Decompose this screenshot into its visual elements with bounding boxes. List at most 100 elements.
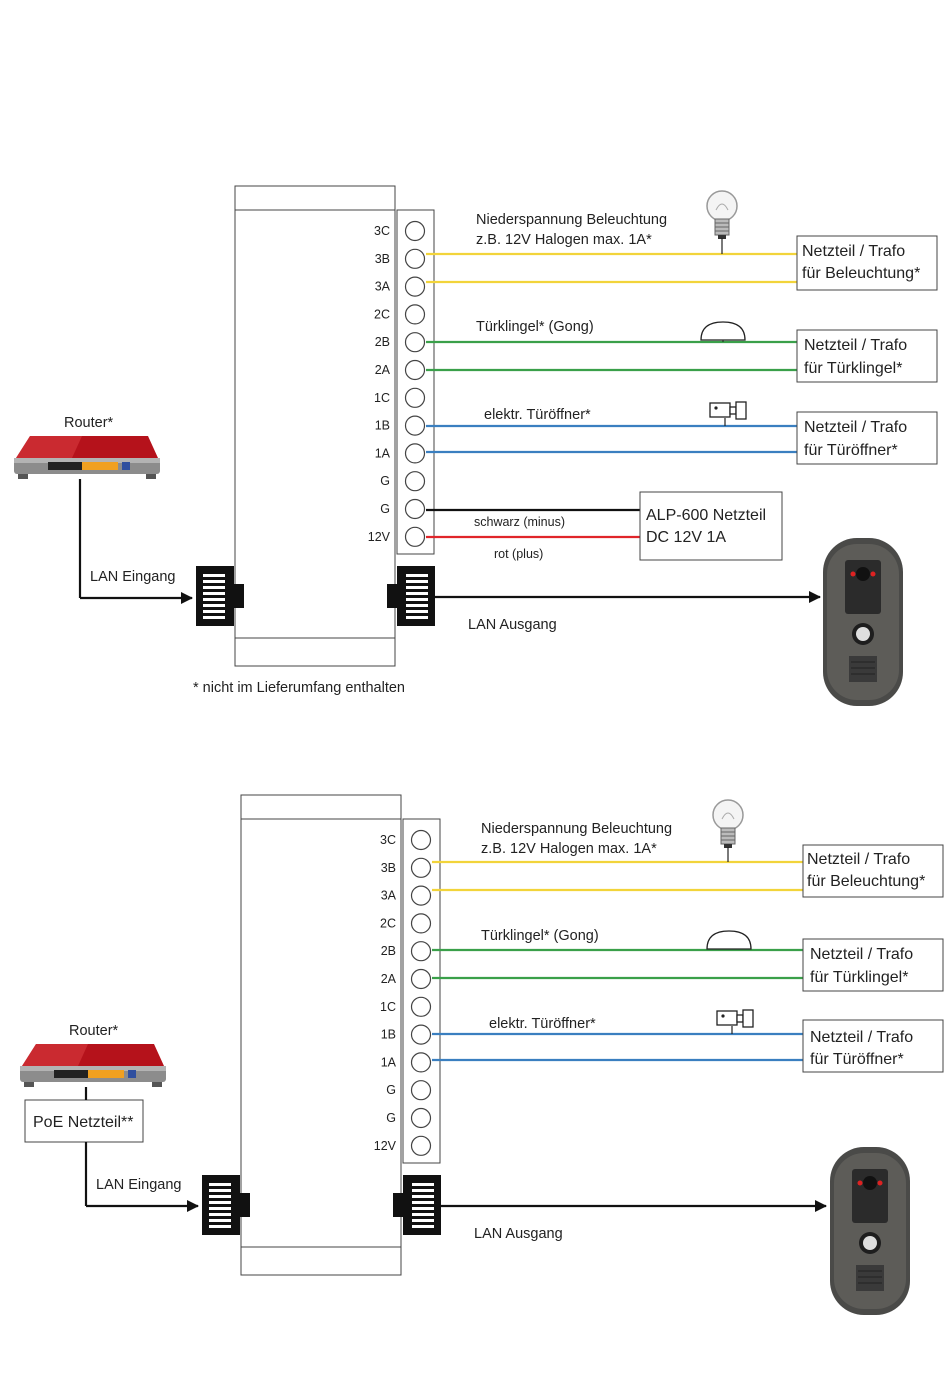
psu-light-box [802,844,944,898]
psu-opener-box [802,1019,944,1073]
terminal-block [396,209,435,555]
alp-psu-box [639,491,783,561]
terminal-label: G [380,474,390,488]
module-body [234,185,396,667]
terminal-screw [410,857,432,878]
psu-bell-line2: für Türklingel* [804,360,902,377]
psu-light-box [796,235,938,291]
psu-bell-line2: für Türklingel* [810,969,908,986]
terminal-label: 1A [381,1055,397,1069]
terminal-label: 2B [381,944,396,958]
lan-out-label: LAN Ausgang [468,617,557,633]
terminal-screw [404,220,426,242]
door-opener-icon [716,1009,754,1028]
psu-bell-line1: Netzteil / Trafo [810,946,913,963]
terminal-block [402,818,441,1164]
footnote: * nicht im Lieferumfang enthalten [193,680,405,696]
gong-icon [700,321,746,341]
terminal-screw [404,387,426,408]
terminal-screw [410,1135,432,1156]
terminal-screw [410,885,432,906]
poe-psu-box [24,1099,144,1143]
light-desc-line1: Niederspannung Beleuchtung [476,212,667,228]
terminal-label: 3A [375,280,391,294]
light-bulb-icon [706,190,738,240]
terminal-label: 3A [381,889,397,903]
terminal-label: G [386,1083,396,1097]
opener-desc: elektr. Türöffner* [484,407,591,423]
terminal-screw [404,304,426,325]
router-label: Router* [64,415,114,431]
light-desc-line2: z.B. 12V Halogen max. 1A* [476,232,652,248]
lan-in-label: LAN Eingang [90,569,175,585]
black-wire-label: schwarz (minus) [474,515,565,529]
terminal-list: 3C 3B 3A 2C 2B 2A 1C 1B 1A GG 12V [368,220,426,547]
terminal-label: 12V [374,1139,397,1153]
light-desc-line1: Niederspannung Beleuchtung [481,821,672,837]
terminal-screw [404,443,426,464]
light-bulb-icon [712,799,744,849]
terminal-label: 3C [374,224,390,238]
lan-out-label: LAN Ausgang [474,1226,563,1242]
bell-desc: Türklingel* (Gong) [481,928,599,944]
psu-light-line1: Netzteil / Trafo [807,851,910,868]
psu-opener-line2: für Türöffner* [810,1051,904,1068]
terminal-screw [404,498,426,520]
gong-icon [706,930,752,950]
poe-psu-label: PoE Netzteil** [33,1114,134,1131]
rj45-in-icon [202,1175,250,1235]
terminal-label: G [386,1111,396,1125]
terminal-screw [404,248,426,269]
psu-light-line2: für Beleuchtung* [807,873,925,890]
terminal-screw [404,276,426,297]
terminal-label: 1A [375,446,391,460]
terminal-screw [404,359,426,381]
rj45-out-icon [393,1175,441,1235]
module-body [240,794,402,1276]
terminal-label: G [380,502,390,516]
terminal-screw [410,1107,432,1129]
lan-in-label: LAN Eingang [96,1177,181,1193]
terminal-screw [410,1024,432,1045]
terminal-label: 1C [380,1000,396,1014]
door-opener-icon [709,401,747,420]
terminal-screw [404,332,426,353]
psu-bell-line1: Netzteil / Trafo [804,337,907,354]
terminal-label: 2A [375,363,391,377]
router-label: Router* [69,1023,119,1039]
terminal-screw [410,913,432,934]
rj45-out-icon [387,566,435,626]
terminal-label: 2A [381,972,397,986]
terminal-label: 1C [374,391,390,405]
terminal-label: 12V [368,530,391,544]
terminal-label: 2B [375,335,390,349]
alp-line2: DC 12V 1A [646,529,726,546]
terminal-screw [410,941,432,962]
terminal-label: 2C [374,307,390,321]
psu-bell-box [802,938,944,992]
terminal-screw [404,526,426,547]
terminal-label: 1B [375,419,390,433]
light-desc-line2: z.B. 12V Halogen max. 1A* [481,841,657,857]
terminal-screw [410,829,432,851]
opener-desc: elektr. Türöffner* [489,1016,596,1032]
rj45-in-icon [196,566,244,626]
doorbell-camera-icon [829,1146,911,1316]
doorbell-camera-icon [822,537,904,707]
psu-opener-line1: Netzteil / Trafo [804,419,907,436]
psu-light-line1: Netzteil / Trafo [802,243,905,260]
terminal-screw [410,996,432,1017]
terminal-screw [410,1080,432,1101]
bell-desc: Türklingel* (Gong) [476,319,594,335]
terminal-label: 3B [375,252,390,266]
alp-line1: ALP-600 Netzteil [646,507,766,524]
terminal-label: 2C [380,916,396,930]
psu-bell-box [796,329,938,383]
terminal-screw [404,415,426,436]
psu-opener-line1: Netzteil / Trafo [810,1029,913,1046]
terminal-label: 1B [381,1028,396,1042]
terminal-screw [410,968,432,990]
